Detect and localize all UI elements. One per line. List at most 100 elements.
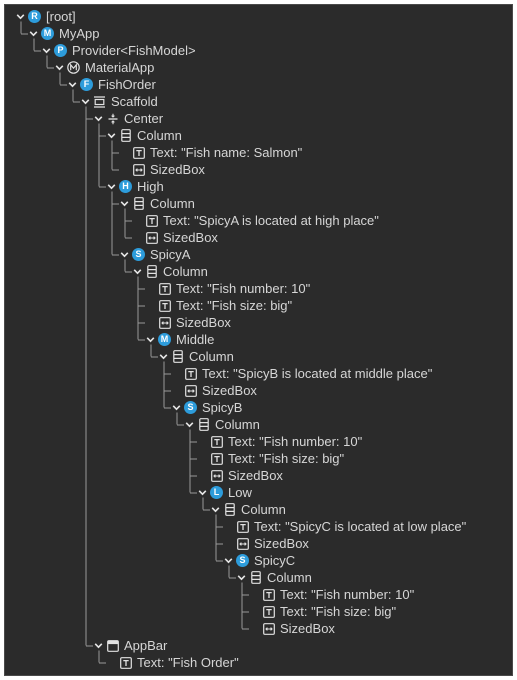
tree-node-sizedbox[interactable]: SizedBox: [5, 382, 512, 399]
tree-node-column[interactable]: Column: [5, 127, 512, 144]
badge-letter: R: [28, 10, 41, 23]
tree-node-sizedbox[interactable]: SizedBox: [5, 467, 512, 484]
tree-node-text-fish-number-10[interactable]: Text: "Fish number: 10": [5, 586, 512, 603]
chevron-down-icon[interactable]: [146, 335, 155, 344]
tree-node-label: Text: "Fish size: big": [280, 604, 397, 619]
tree-node-spicya[interactable]: S SpicyA: [5, 246, 512, 263]
tree-node-label: [root]: [46, 9, 76, 24]
tree-node-text-fish-name-salmon[interactable]: Text: "Fish name: Salmon": [5, 144, 512, 161]
chevron-down-icon[interactable]: [120, 199, 129, 208]
tree-node-text-fish-number-10[interactable]: Text: "Fish number: 10": [5, 433, 512, 450]
tree-node-label: Text: "Fish number: 10": [280, 587, 415, 602]
tree-node-column[interactable]: Column: [5, 569, 512, 586]
chevron-down-icon[interactable]: [224, 556, 233, 565]
tree-node-text-spicyb-is-located-at-middle-place[interactable]: Text: "SpicyB is located at middle place…: [5, 365, 512, 382]
column-icon: [197, 418, 210, 431]
tree-node-label: SizedBox: [202, 383, 257, 398]
chevron-down-icon[interactable]: [120, 250, 129, 259]
tree-node-column[interactable]: Column: [5, 501, 512, 518]
tree-node-label: SpicyC: [254, 553, 296, 568]
chevron-down-icon[interactable]: [159, 352, 168, 361]
tree-node-label: Scaffold: [111, 94, 158, 109]
text-icon: [236, 520, 249, 533]
tree-node-spicyc[interactable]: S SpicyC: [5, 552, 512, 569]
text-icon: [262, 605, 275, 618]
tree-node-column[interactable]: Column: [5, 195, 512, 212]
tree-node-label: Column: [137, 128, 182, 143]
tree-node-column[interactable]: Column: [5, 348, 512, 365]
tree-node-sizedbox[interactable]: SizedBox: [5, 535, 512, 552]
center-icon: [106, 112, 119, 125]
chevron-down-icon[interactable]: [107, 131, 116, 140]
tree-node-label: Text: "SpicyB is located at middle place…: [202, 366, 433, 381]
badge-letter: M: [41, 27, 54, 40]
badge-letter: F: [80, 78, 93, 91]
badge-letter: S: [132, 248, 145, 261]
tree-node-sizedbox[interactable]: SizedBox: [5, 314, 512, 331]
tree-node-text-spicyc-is-located-at-low-place[interactable]: Text: "SpicyC is located at low place": [5, 518, 512, 535]
circle-letter-icon: S: [184, 401, 197, 414]
column-icon: [223, 503, 236, 516]
tree-node-appbar[interactable]: AppBar: [5, 637, 512, 654]
chevron-down-icon[interactable]: [211, 505, 220, 514]
scaffold-icon: [93, 95, 106, 108]
tree-node-label: SizedBox: [228, 468, 283, 483]
tree-node-label: Text: "SpicyA is located at high place": [163, 213, 379, 228]
chevron-down-icon[interactable]: [68, 80, 77, 89]
text-icon: [210, 435, 223, 448]
chevron-down-icon[interactable]: [55, 63, 64, 72]
tree-node-text-fish-size-big[interactable]: Text: "Fish size: big": [5, 450, 512, 467]
text-icon: [158, 282, 171, 295]
chevron-down-icon[interactable]: [94, 641, 103, 650]
circle-letter-icon: M: [41, 27, 54, 40]
tree-node-scaffold[interactable]: Scaffold: [5, 93, 512, 110]
chevron-down-icon[interactable]: [42, 46, 51, 55]
circle-letter-icon: S: [236, 554, 249, 567]
chevron-down-icon[interactable]: [16, 12, 25, 21]
tree-node-center[interactable]: Center: [5, 110, 512, 127]
tree-node-sizedbox[interactable]: SizedBox: [5, 620, 512, 637]
tree-node-label: Column: [189, 349, 234, 364]
circle-letter-icon: M: [158, 333, 171, 346]
sizedbox-icon: [210, 469, 223, 482]
chevron-down-icon[interactable]: [237, 573, 246, 582]
tree-node-column[interactable]: Column: [5, 416, 512, 433]
chevron-down-icon[interactable]: [94, 114, 103, 123]
column-icon: [119, 129, 132, 142]
sizedbox-icon: [262, 622, 275, 635]
tree-node-text-fish-size-big[interactable]: Text: "Fish size: big": [5, 297, 512, 314]
tree-node-text-fish-order[interactable]: Text: "Fish Order": [5, 654, 512, 671]
tree-node-text-fish-size-big[interactable]: Text: "Fish size: big": [5, 603, 512, 620]
tree-node-label: Text: "Fish name: Salmon": [150, 145, 303, 160]
chevron-down-icon[interactable]: [81, 97, 90, 106]
tree-node-materialapp[interactable]: MaterialApp: [5, 59, 512, 76]
circle-letter-icon: R: [28, 10, 41, 23]
tree-node-column[interactable]: Column: [5, 263, 512, 280]
chevron-down-icon[interactable]: [133, 267, 142, 276]
chevron-down-icon[interactable]: [185, 420, 194, 429]
chevron-down-icon[interactable]: [198, 488, 207, 497]
chevron-down-icon[interactable]: [107, 182, 116, 191]
tree-node-sizedbox[interactable]: SizedBox: [5, 161, 512, 178]
chevron-down-icon[interactable]: [29, 29, 38, 38]
tree-node-label: SpicyA: [150, 247, 191, 262]
circle-letter-icon: F: [80, 78, 93, 91]
text-icon: [262, 588, 275, 601]
tree-node-root[interactable]: R [root]: [5, 8, 512, 25]
chevron-down-icon[interactable]: [172, 403, 181, 412]
tree-node-sizedbox[interactable]: SizedBox: [5, 229, 512, 246]
text-icon: [210, 452, 223, 465]
tree-node-label: Text: "Fish number: 10": [228, 434, 363, 449]
tree-node-label: Column: [150, 196, 195, 211]
column-icon: [145, 265, 158, 278]
tree-node-text-fish-number-10[interactable]: Text: "Fish number: 10": [5, 280, 512, 297]
tree-node-text-spicya-is-located-at-high-place[interactable]: Text: "SpicyA is located at high place": [5, 212, 512, 229]
